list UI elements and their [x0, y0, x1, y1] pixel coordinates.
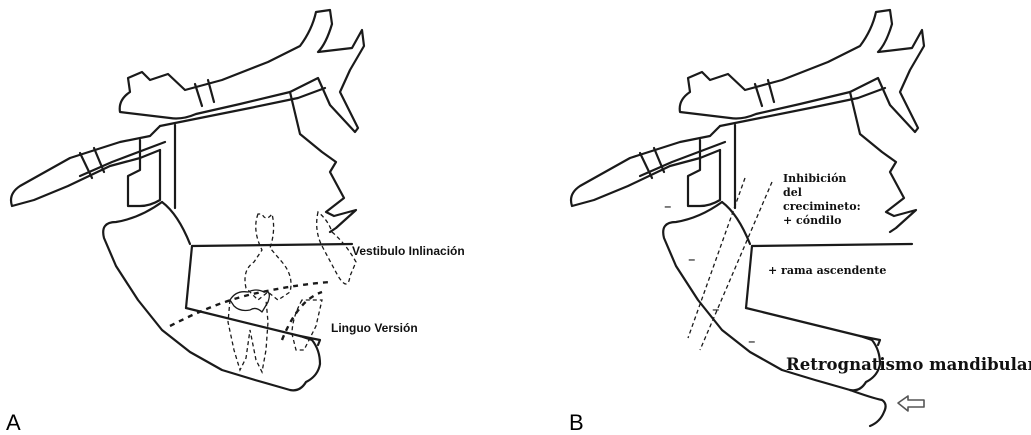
lower-incisor-dashed: [292, 300, 322, 350]
molar-crowns: [230, 290, 269, 312]
minus-sign: –: [712, 300, 720, 318]
retrognathic-chin: [850, 390, 886, 426]
label-inhibicion-2: del: [783, 186, 802, 199]
label-inhibicion-1: Inhibición: [783, 172, 846, 185]
label-linguo-version: Linguo Versión: [331, 321, 418, 335]
label-retrognatismo: Retrognatismo mandibular: [786, 355, 1031, 374]
occlusal-plane-curve: [170, 282, 330, 326]
skull-outline-a: [11, 10, 364, 390]
minus-sign: –: [748, 332, 756, 350]
label-rama-ascendente: + rama ascendente: [768, 264, 886, 277]
label-vestibulo-inclinacion: Vestibulo Inlinación: [352, 244, 465, 258]
label-inhibicion-4: + cóndilo: [783, 214, 841, 227]
panel-a: Vestibulo Inlinación Linguo Versión A: [6, 10, 465, 435]
panel-b: – – – – Inhibición del crecimineto: + có…: [569, 10, 1031, 435]
panel-letter-a: A: [6, 410, 21, 435]
label-inhibicion-3: crecimineto:: [783, 200, 861, 213]
minus-sign: –: [664, 197, 672, 215]
upper-incisor-dashed: [317, 212, 356, 284]
minus-sign: –: [688, 250, 696, 268]
panel-letter-b: B: [569, 410, 584, 435]
arrow-left-icon: [898, 396, 924, 411]
